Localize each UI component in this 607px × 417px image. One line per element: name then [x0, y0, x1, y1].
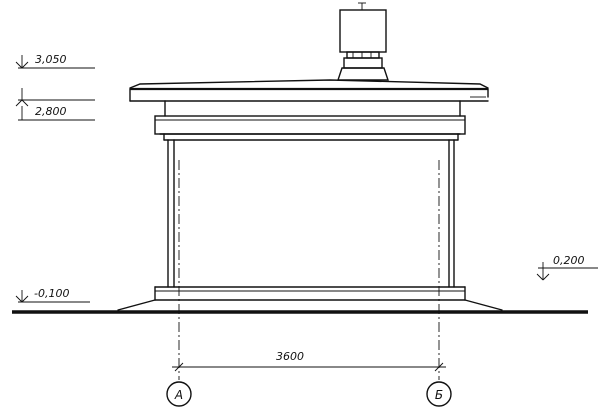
roof-vent	[337, 2, 389, 81]
axis-bubble-right	[426, 381, 452, 407]
span-dimension	[172, 362, 446, 372]
walls	[167, 139, 455, 288]
elevation-mark-roof-top	[15, 55, 95, 69]
span-dimension-label: 3600	[276, 350, 304, 363]
cornice	[154, 100, 466, 141]
roof-slab	[129, 79, 489, 102]
elevation-mark-ground-left	[15, 290, 90, 303]
elevation-mark-ground-right	[536, 262, 598, 281]
elevation-label-ground-right: 0,200	[553, 254, 585, 267]
elevation-mark-eave	[15, 88, 95, 121]
elevation-label-roof-top: 3,050	[35, 53, 67, 66]
axis-label-left: А	[174, 388, 183, 402]
elevation-label-eave: 2,800	[35, 105, 67, 118]
plinth	[117, 286, 503, 311]
axis-bubble-left	[166, 381, 192, 407]
elevation-label-ground-left: -0,100	[34, 287, 69, 300]
axis-label-right: Б	[435, 388, 443, 402]
